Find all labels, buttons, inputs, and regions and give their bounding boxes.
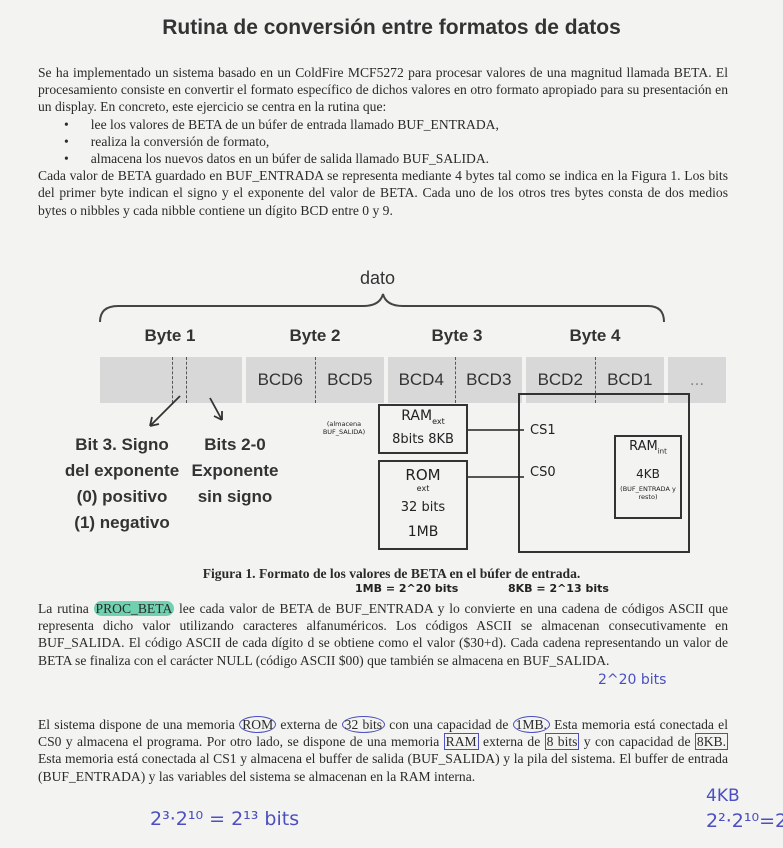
text: externa de xyxy=(276,717,342,732)
nibble: BCD5 xyxy=(327,370,373,389)
connection-lines xyxy=(468,429,524,478)
note-4kb-power: 2²·2¹⁰=2 xyxy=(706,810,783,832)
text: La rutina xyxy=(38,601,94,616)
text: lee cada valor de BETA de BUF_ENTRADA y … xyxy=(38,601,729,668)
text: con una capacidad de xyxy=(385,717,513,732)
eq-8kb: 8KB = 2^13 bits xyxy=(508,582,609,595)
text: 8bits 8KB xyxy=(392,432,454,447)
text: El sistema dispone de una memoria xyxy=(38,717,240,732)
text: ROM xyxy=(405,466,441,484)
nibble: BCD2 xyxy=(537,370,583,389)
nibble: BCD3 xyxy=(466,370,512,389)
text: (1) negativo xyxy=(74,513,170,532)
text: Exponente xyxy=(191,461,279,480)
arrows-icon xyxy=(149,395,223,427)
bullet-item: lee los valores de BETA de un búfer de e… xyxy=(64,116,728,133)
coldfire-box: CS1 CS0 RAMint 4KB (BUF_ENTRADA y resto) xyxy=(518,393,690,553)
boxed-8kb: 8KB. xyxy=(694,733,728,751)
figure-dato-label: dato xyxy=(360,268,396,288)
memory-paragraph: El sistema dispone de una memoria ROM ex… xyxy=(38,716,728,785)
byte-2-label: Byte 2 xyxy=(289,326,341,345)
byte-4-label: Byte 4 xyxy=(569,326,621,345)
text: ext xyxy=(432,416,445,426)
byte-3-cell: BCD4 BCD3 xyxy=(388,357,522,403)
bit3-description: Bit 3. Signo del exponente (0) positivo (1)… xyxy=(52,432,192,536)
text: externa de xyxy=(478,734,545,750)
eq-1mb: 1MB = 2^20 bits xyxy=(355,582,459,595)
text: sin signo xyxy=(197,487,273,506)
text: Bits 2-0 xyxy=(204,435,266,454)
note-2-20-bits: 2^20 bits xyxy=(598,672,667,688)
rom-ext-box: ROM ext 32 bits 1MB xyxy=(378,460,468,550)
ellipsis-cell: ... xyxy=(668,357,726,403)
boxed-ram: RAM xyxy=(443,733,479,751)
text: (BUF_ENTRADA y resto) xyxy=(620,485,676,501)
byte-2-cell: BCD6 BCD5 xyxy=(246,357,384,403)
intro-text: Se ha implementado un sistema basado en … xyxy=(38,65,728,115)
cs0-label: CS0 xyxy=(530,465,556,480)
text: Esta memoria está conectada el CS0 y alm… xyxy=(38,717,728,750)
intro-paragraph: Se ha implementado un sistema basado en … xyxy=(38,64,728,219)
ram-ext-box: RAMext 8bits 8KB xyxy=(378,404,468,454)
note-4kb: 4KB xyxy=(706,786,740,806)
brace-icon xyxy=(99,293,665,323)
text: Esta memoria está conectada al CS1 y alm… xyxy=(38,751,728,784)
nibble: BCD4 xyxy=(398,370,444,389)
text: 32 bits xyxy=(400,500,446,515)
bullet-item: almacena los nuevos datos en un búfer de… xyxy=(64,150,728,167)
byte-4-cell: BCD2 BCD1 xyxy=(526,357,664,403)
proc-beta-paragraph: La rutina PROC_BETA lee cada valor de BE… xyxy=(38,600,728,669)
figure-caption: Figura 1. Formato de los valores de BETA… xyxy=(202,566,581,581)
boxed-8-bits: 8 bits xyxy=(544,733,580,751)
byte-1-cell xyxy=(100,357,242,403)
text: del exponente xyxy=(64,461,180,480)
circled-32-bits: 32 bits xyxy=(341,716,386,733)
text: RAM xyxy=(629,439,658,454)
note-2-13-bits: 2³·2¹⁰ = 2¹³ bits xyxy=(150,808,300,830)
nibble: BCD6 xyxy=(257,370,303,389)
text: (0) positivo xyxy=(76,487,168,506)
circled-rom: ROM xyxy=(239,716,277,733)
page-title: Rutina de conversión entre formatos de d… xyxy=(162,16,621,39)
text: RAM xyxy=(401,408,433,424)
text: y con capacidad de xyxy=(579,734,695,750)
ram-ext-note: (almacena BUF_SALIDA) xyxy=(322,420,366,436)
nibble: BCD1 xyxy=(607,370,653,389)
text: int xyxy=(657,447,667,456)
text: 1MB xyxy=(407,524,439,540)
ram-int-box: RAMint 4KB (BUF_ENTRADA y resto) xyxy=(614,435,682,519)
cs1-label: CS1 xyxy=(530,423,556,438)
text: ext xyxy=(416,484,430,493)
byte-3-label: Byte 3 xyxy=(431,326,483,345)
byte-1-label: Byte 1 xyxy=(144,326,196,345)
text: 4KB xyxy=(636,467,660,481)
circled-1mb: 1MB. xyxy=(512,716,550,733)
highlight-proc-beta: PROC_BETA xyxy=(93,601,175,616)
bullet-item: realiza la conversión de formato, xyxy=(64,133,728,150)
bullet-list: lee los valores de BETA de un búfer de e… xyxy=(64,116,728,168)
intro-after: Cada valor de BETA guardado en BUF_ENTRA… xyxy=(38,168,728,218)
text: Bit 3. Signo xyxy=(75,435,169,454)
